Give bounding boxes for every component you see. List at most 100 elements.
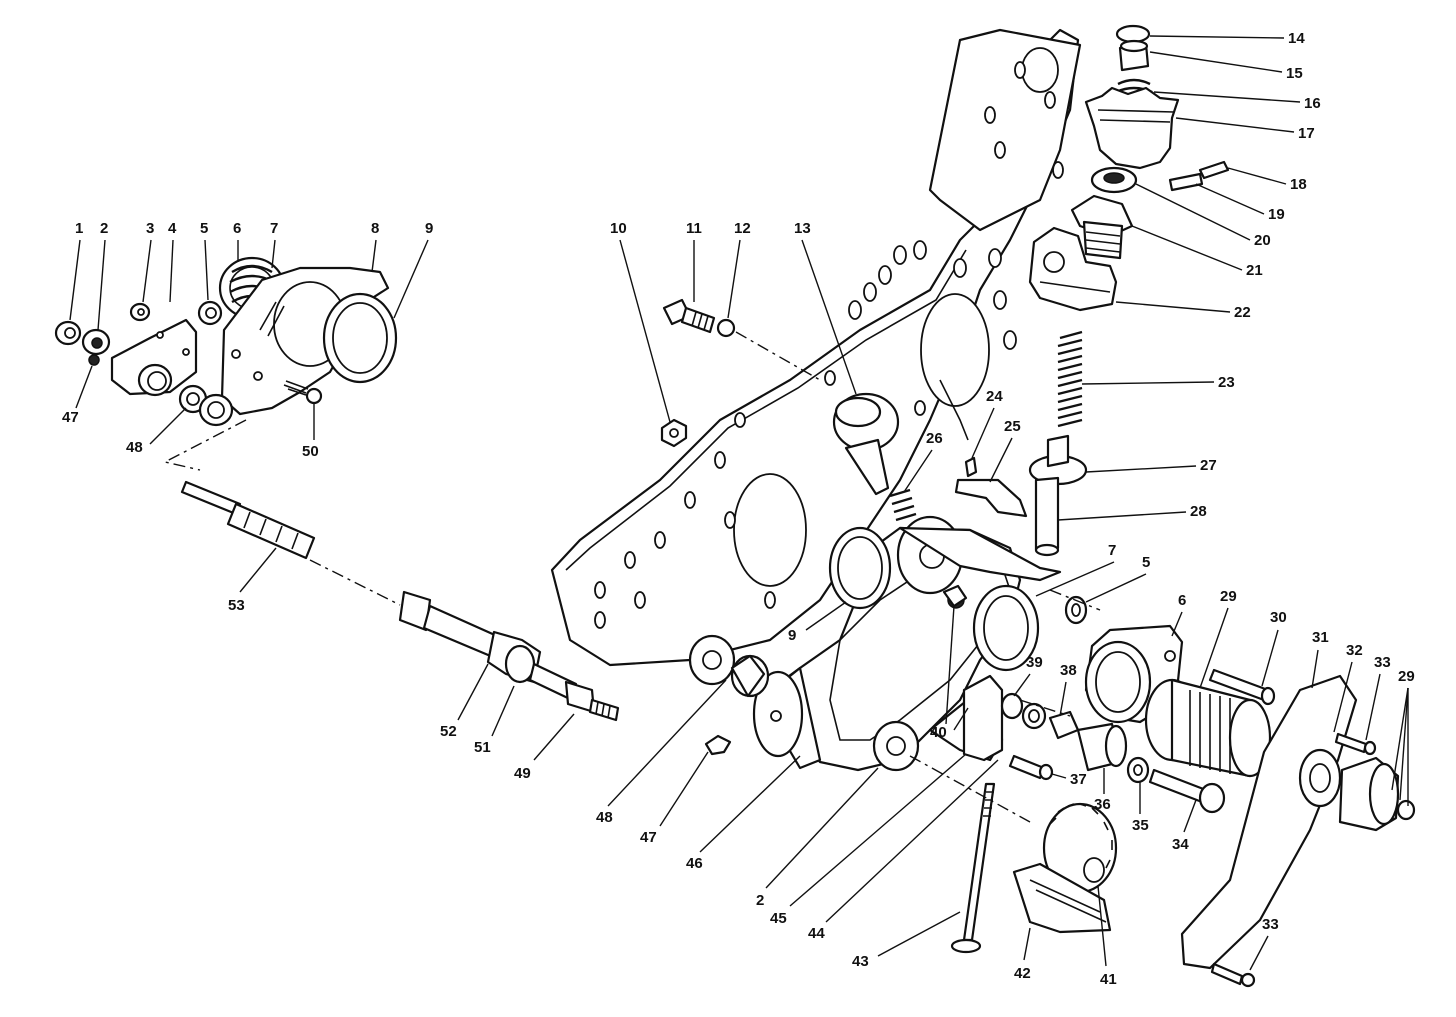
washer-part-12 [716, 318, 736, 338]
callout-51: 51 [474, 739, 491, 756]
callout-28: 28 [1190, 503, 1207, 520]
seal-part-5-right [1064, 595, 1088, 625]
callout-10: 10 [610, 220, 627, 237]
callout-36: 36 [1094, 796, 1111, 813]
bolt-part-34 [1148, 768, 1208, 804]
callout-25: 25 [1004, 418, 1021, 435]
callout-6-left: 6 [233, 220, 241, 237]
washer-part-2 [81, 328, 111, 356]
callout-21: 21 [1246, 262, 1263, 279]
spring-part-23 [1057, 330, 1083, 428]
callout-38: 38 [1060, 662, 1077, 679]
assembly-line [735, 331, 821, 381]
callout-35: 35 [1132, 817, 1149, 834]
callout-48-left: 48 [126, 439, 143, 456]
nut-part-27 [1028, 434, 1088, 486]
assembly-line [162, 419, 247, 471]
bearing-part-48-left [178, 384, 234, 427]
adjuster-stack [660, 24, 1230, 557]
assembly-line [309, 559, 401, 606]
pin-part-24 [964, 456, 978, 478]
callout-4: 4 [168, 220, 177, 237]
clutch-drum-part-29 [1144, 678, 1272, 778]
assembly-line [909, 755, 1031, 823]
seal-ring-part-7-right [972, 584, 1040, 672]
clutch-cup-part-29-right [1338, 756, 1416, 832]
callout-48: 48 [596, 809, 613, 826]
callout-2-left: 2 [100, 220, 108, 237]
callout-31: 31 [1312, 629, 1329, 646]
callout-12: 12 [734, 220, 751, 237]
callout-40: 40 [930, 724, 947, 741]
callout-43: 43 [852, 953, 869, 970]
callout-2: 2 [756, 892, 764, 909]
callout-45: 45 [770, 910, 787, 927]
screw-part-33-upper [1334, 732, 1368, 754]
callout-9-center: 9 [788, 627, 796, 644]
carriage-bolt-part-43 [950, 782, 996, 954]
cap-part-14 [1115, 24, 1151, 44]
spring-part-26 [889, 488, 917, 522]
drive-shaft-part-53 [180, 480, 316, 560]
callout-29-top: 29 [1220, 588, 1237, 605]
main-frame-plate [550, 28, 1082, 667]
callout-9-left: 9 [425, 220, 433, 237]
shaft-assembly-parts-49-52 [398, 590, 620, 722]
bearing-part-48-center [688, 634, 770, 698]
callout-14: 14 [1288, 30, 1305, 47]
frame-bore-lower [733, 473, 807, 587]
seal-ring-part-9-left [322, 292, 398, 384]
callout-19: 19 [1268, 206, 1285, 223]
callout-15: 15 [1286, 65, 1303, 82]
callout-27: 27 [1200, 457, 1217, 474]
callout-5-right: 5 [1142, 554, 1150, 571]
bushing-parts-35-39 [1000, 692, 1150, 784]
bracket-part-45 [962, 674, 1004, 762]
rod-part-28 [1034, 476, 1060, 552]
nut-part-10 [660, 418, 688, 448]
frame-slots [594, 61, 1064, 629]
callout-22: 22 [1234, 304, 1251, 321]
callout-47: 47 [640, 829, 657, 846]
bolt-part-11 [662, 298, 716, 334]
callout-47-left: 47 [62, 409, 79, 426]
seal-part-5-left [197, 300, 223, 326]
callout-44: 44 [808, 925, 825, 942]
callout-34: 34 [1172, 836, 1189, 853]
grease-fitting-part-47 [704, 734, 732, 756]
callout-16: 16 [1304, 95, 1321, 112]
knob-part-17 [1084, 86, 1180, 170]
screw-part-33-lower [1210, 962, 1244, 986]
pin-part-19 [1168, 172, 1204, 192]
collar-part-20 [1090, 166, 1138, 194]
callout-37: 37 [1070, 771, 1087, 788]
assembly-line [1049, 589, 1101, 611]
callout-33-upper: 33 [1374, 654, 1391, 671]
threaded-fitting-part-21 [1070, 194, 1134, 260]
callout-26: 26 [926, 430, 943, 447]
nut-part-3 [129, 302, 151, 322]
bracket-part-22 [1028, 226, 1118, 312]
fitting-part-40 [942, 584, 968, 608]
callout-50: 50 [302, 443, 319, 460]
key-part-25 [954, 478, 1028, 518]
callout-7-left: 7 [270, 220, 278, 237]
nut-part-1 [54, 320, 82, 346]
callout-49: 49 [514, 765, 531, 782]
callout-17: 17 [1298, 125, 1315, 142]
belt-part-42 [1012, 862, 1112, 934]
assembly-line [1019, 699, 1071, 717]
callout-5-left: 5 [200, 220, 208, 237]
callout-labels: 1 2 3 4 5 6 7 8 9 47 48 50 53 52 51 49 1… [62, 30, 1415, 988]
callout-41: 41 [1100, 971, 1117, 988]
arm-part-31 [1180, 674, 1358, 970]
callout-20: 20 [1254, 232, 1271, 249]
callout-8: 8 [371, 220, 379, 237]
callout-18: 18 [1290, 176, 1307, 193]
frame-bore-upper [1021, 47, 1059, 93]
callout-11: 11 [686, 220, 702, 237]
knob-part-13 [832, 392, 900, 496]
left-bearing-housing-group [54, 256, 398, 427]
callout-23: 23 [1218, 374, 1235, 391]
spring-part-16 [1115, 78, 1153, 110]
